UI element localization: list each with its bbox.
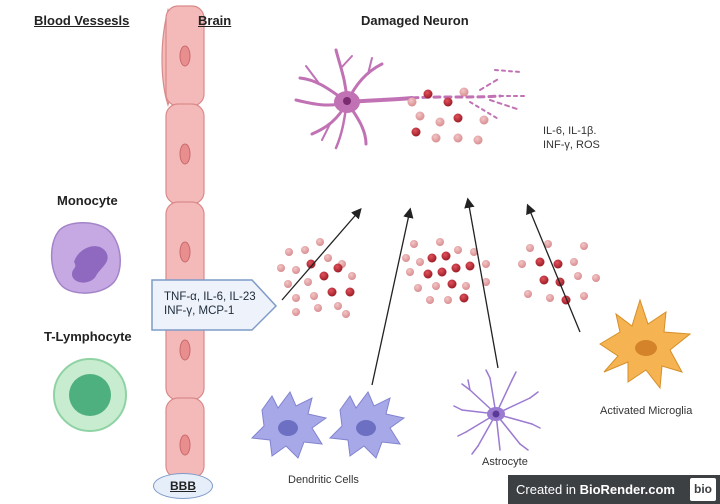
arrow-from-astrocyte	[464, 197, 499, 369]
t-lymphocyte-label: T-Lymphocyte	[44, 329, 132, 344]
activated-microglia-label: Activated Microglia	[600, 405, 693, 417]
cytokine-callout	[151, 279, 278, 331]
dendritic-cell-1	[250, 391, 328, 459]
endothelial-nuclei	[179, 45, 191, 456]
brain-header: Brain	[198, 13, 232, 28]
biorender-name: BioRender.com	[579, 482, 675, 497]
activated-microglia-cell	[599, 298, 692, 390]
dendritic-cells-label: Dendritic Cells	[288, 474, 359, 486]
neuron-cytokine-cluster	[407, 87, 489, 145]
dendritic-cell-2	[328, 391, 406, 459]
cytokine-cluster-left	[277, 238, 356, 318]
damaged-neuron-title: Damaged Neuron	[361, 13, 469, 28]
neuron-cytokines-line1: IL-6, IL-1β.	[543, 125, 597, 137]
arrow-from-microglia	[526, 203, 581, 333]
neuron-cytokines-line2: INF-γ, ROS	[543, 139, 600, 151]
bbb-cytokines-line1: TNF-α, IL-6, IL-23	[164, 291, 256, 303]
neuron-soma	[334, 91, 360, 113]
biorender-banner[interactable]: Created in BioRender.com bio	[508, 475, 720, 504]
arrow-from-bbb	[281, 208, 362, 301]
blood-vessels-header: Blood Vessesls	[34, 13, 130, 28]
astrocyte-label: Astrocyte	[482, 456, 528, 468]
monocyte-label: Monocyte	[57, 193, 118, 208]
biorender-prefix: Created in	[516, 482, 580, 497]
bbb-cytokines-line2: INF-γ, MCP-1	[164, 305, 235, 317]
signal-arrows	[281, 197, 581, 386]
biorender-logo-icon: bio	[690, 478, 716, 501]
arrow-from-dendritic	[371, 207, 414, 386]
bbb-label: BBB	[153, 473, 213, 499]
cytokine-cluster-middle	[402, 238, 490, 304]
bbb-cytokines-text: TNF-α, IL-6, IL-23 INF-γ, MCP-1	[164, 290, 256, 318]
t-lymphocyte-cell	[53, 358, 127, 432]
cytokine-cluster-right	[518, 240, 600, 305]
monocyte-cell	[50, 222, 121, 294]
astrocyte-cell	[453, 369, 541, 455]
astrocyte-soma	[487, 407, 505, 421]
